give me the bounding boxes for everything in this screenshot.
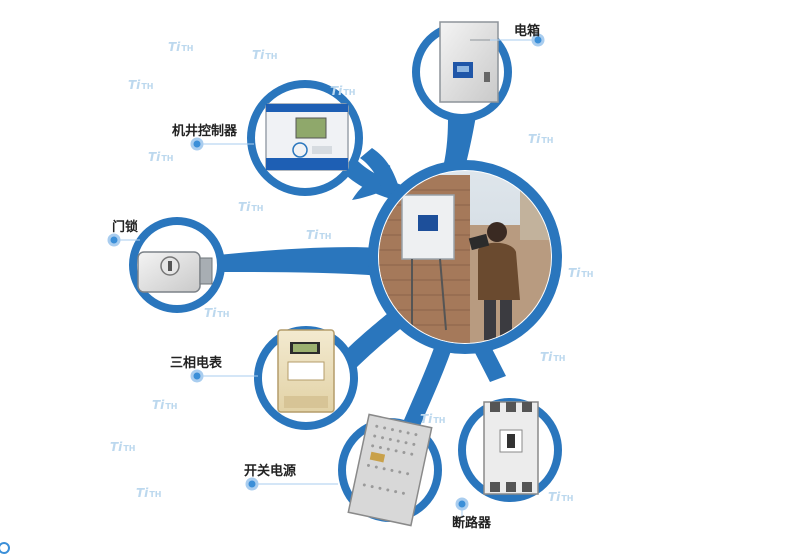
switching-power-dot [245, 477, 259, 491]
electric-box-dot [531, 33, 545, 47]
node-three-phase-meter [254, 326, 358, 430]
node-electric-box [412, 21, 512, 122]
label-three-phase-meter: 三相电表 [170, 356, 223, 371]
watermark: TiTH [136, 486, 162, 500]
node-door-lock [129, 217, 225, 313]
well-controller-dot [190, 137, 204, 151]
watermark: TiTH [110, 440, 136, 454]
switching-power-image [347, 413, 433, 527]
watermark: TiTH [548, 490, 574, 504]
watermark: TiTH [330, 84, 356, 98]
watermark: TiTH [568, 266, 594, 280]
watermark: TiTH [252, 48, 278, 62]
leader-lines [114, 39, 538, 518]
label-door-lock: 门锁 [112, 220, 139, 235]
watermark: TiTH [540, 350, 566, 364]
label-well-controller: 机井控制器 [172, 124, 238, 139]
circuit-breaker-dot [455, 497, 469, 511]
watermark: TiTH [152, 398, 178, 412]
corner-dot [0, 542, 10, 554]
label-switching-power: 开关电源 [244, 464, 297, 479]
center-photo [368, 160, 562, 354]
watermark: TiTH [420, 412, 446, 426]
watermark: TiTH [204, 306, 230, 320]
watermark: TiTH [128, 78, 154, 92]
three-phase-meter-dot [190, 369, 204, 383]
watermark: TiTH [238, 200, 264, 214]
marker-dots [0, 33, 545, 554]
node-circuit-breaker [458, 398, 562, 502]
door-lock-dot [107, 233, 121, 247]
label-electric-box: 电箱 [514, 24, 541, 39]
node-well-controller [247, 80, 363, 196]
watermark: TiTH [168, 40, 194, 54]
watermark: TiTH [148, 150, 174, 164]
watermark: TiTH [306, 228, 332, 242]
label-circuit-breaker: 断路器 [452, 516, 492, 531]
node-switching-power [338, 413, 442, 527]
watermark: TiTH [528, 132, 554, 146]
